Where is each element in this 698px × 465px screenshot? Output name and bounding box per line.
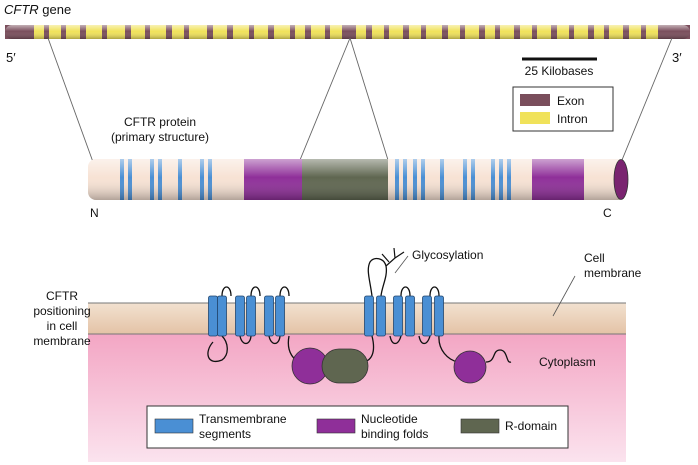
transmembrane-helix <box>364 295 374 337</box>
glycosylation-label: Glycosylation <box>412 248 483 262</box>
positioning-label-line4: membrane <box>33 334 91 348</box>
intron-legend-label: Intron <box>557 112 588 126</box>
cell-membrane-label-line2: membrane <box>584 266 642 280</box>
gene-5-prime-label: 5′ <box>6 50 16 65</box>
gene-bar <box>5 25 690 39</box>
transmembrane-legend-line2: segments <box>199 427 251 441</box>
protein-tube-end-cap <box>613 159 629 200</box>
transmembrane-helix <box>434 295 444 337</box>
nbf2-domain <box>453 350 487 384</box>
transmembrane-helix <box>393 295 403 337</box>
nbf-legend-line1: Nucleotide <box>361 412 418 426</box>
gene-legend: Exon Intron <box>512 86 614 132</box>
glycosylation-branches <box>381 247 405 267</box>
n-terminus-label: N <box>90 206 99 220</box>
projection-line-3 <box>621 37 673 161</box>
cell-membrane-label-line1: Cell <box>584 251 605 265</box>
gene-bar-shading <box>5 25 690 39</box>
transmembrane-helix <box>208 295 218 337</box>
nbf-swatch <box>316 418 356 434</box>
transmembrane-helix <box>235 295 245 337</box>
transmembrane-helix <box>376 295 386 337</box>
protein-tube <box>88 159 629 200</box>
glycosylation-pointer <box>394 255 409 274</box>
protein-title-line1: CFTR protein <box>124 115 196 129</box>
nbf-legend-line2: binding folds <box>361 427 428 441</box>
c-terminus-label: C <box>603 206 612 220</box>
transmembrane-helix <box>217 295 227 337</box>
positioning-label-line2: positioning <box>33 304 90 318</box>
projection-line-5 <box>47 37 94 163</box>
cytoplasm-label: Cytoplasm <box>539 355 596 369</box>
protein-tube-shading <box>88 159 626 200</box>
protein-title-line2: (primary structure) <box>111 130 209 144</box>
transmembrane-helix <box>246 295 256 337</box>
exon-swatch <box>520 94 550 106</box>
scale-bar-label: 25 Kilobases <box>525 64 594 78</box>
exon-legend-label: Exon <box>557 94 584 108</box>
transmembrane-helix <box>275 295 285 337</box>
cell-membrane-pointer <box>552 275 576 317</box>
projection-lines <box>47 37 673 163</box>
protein-chain <box>207 257 512 363</box>
projection-line-r-end <box>349 37 389 161</box>
gene-3-prime-label: 3′ <box>672 50 682 65</box>
projection-line-r-start <box>299 37 351 161</box>
transmembrane-legend-line1: Transmembrane <box>199 412 287 426</box>
intron-swatch <box>520 112 550 124</box>
cell-membrane-region <box>88 303 626 334</box>
r-domain-swatch <box>460 418 500 434</box>
domain-legend: Transmembrane segments Nucleotide bindin… <box>146 405 569 449</box>
transmembrane-helix <box>422 295 432 337</box>
positioning-label-line3: in cell <box>47 319 78 333</box>
r-domain-legend-label: R-domain <box>505 419 557 433</box>
r-domain <box>321 348 369 384</box>
positioning-label-line1: CFTR <box>46 289 78 303</box>
transmembrane-helix <box>405 295 415 337</box>
gene-title: CFTR gene <box>4 2 71 17</box>
transmembrane-helices <box>208 295 444 337</box>
transmembrane-helix <box>264 295 274 337</box>
transmembrane-swatch <box>154 418 194 434</box>
